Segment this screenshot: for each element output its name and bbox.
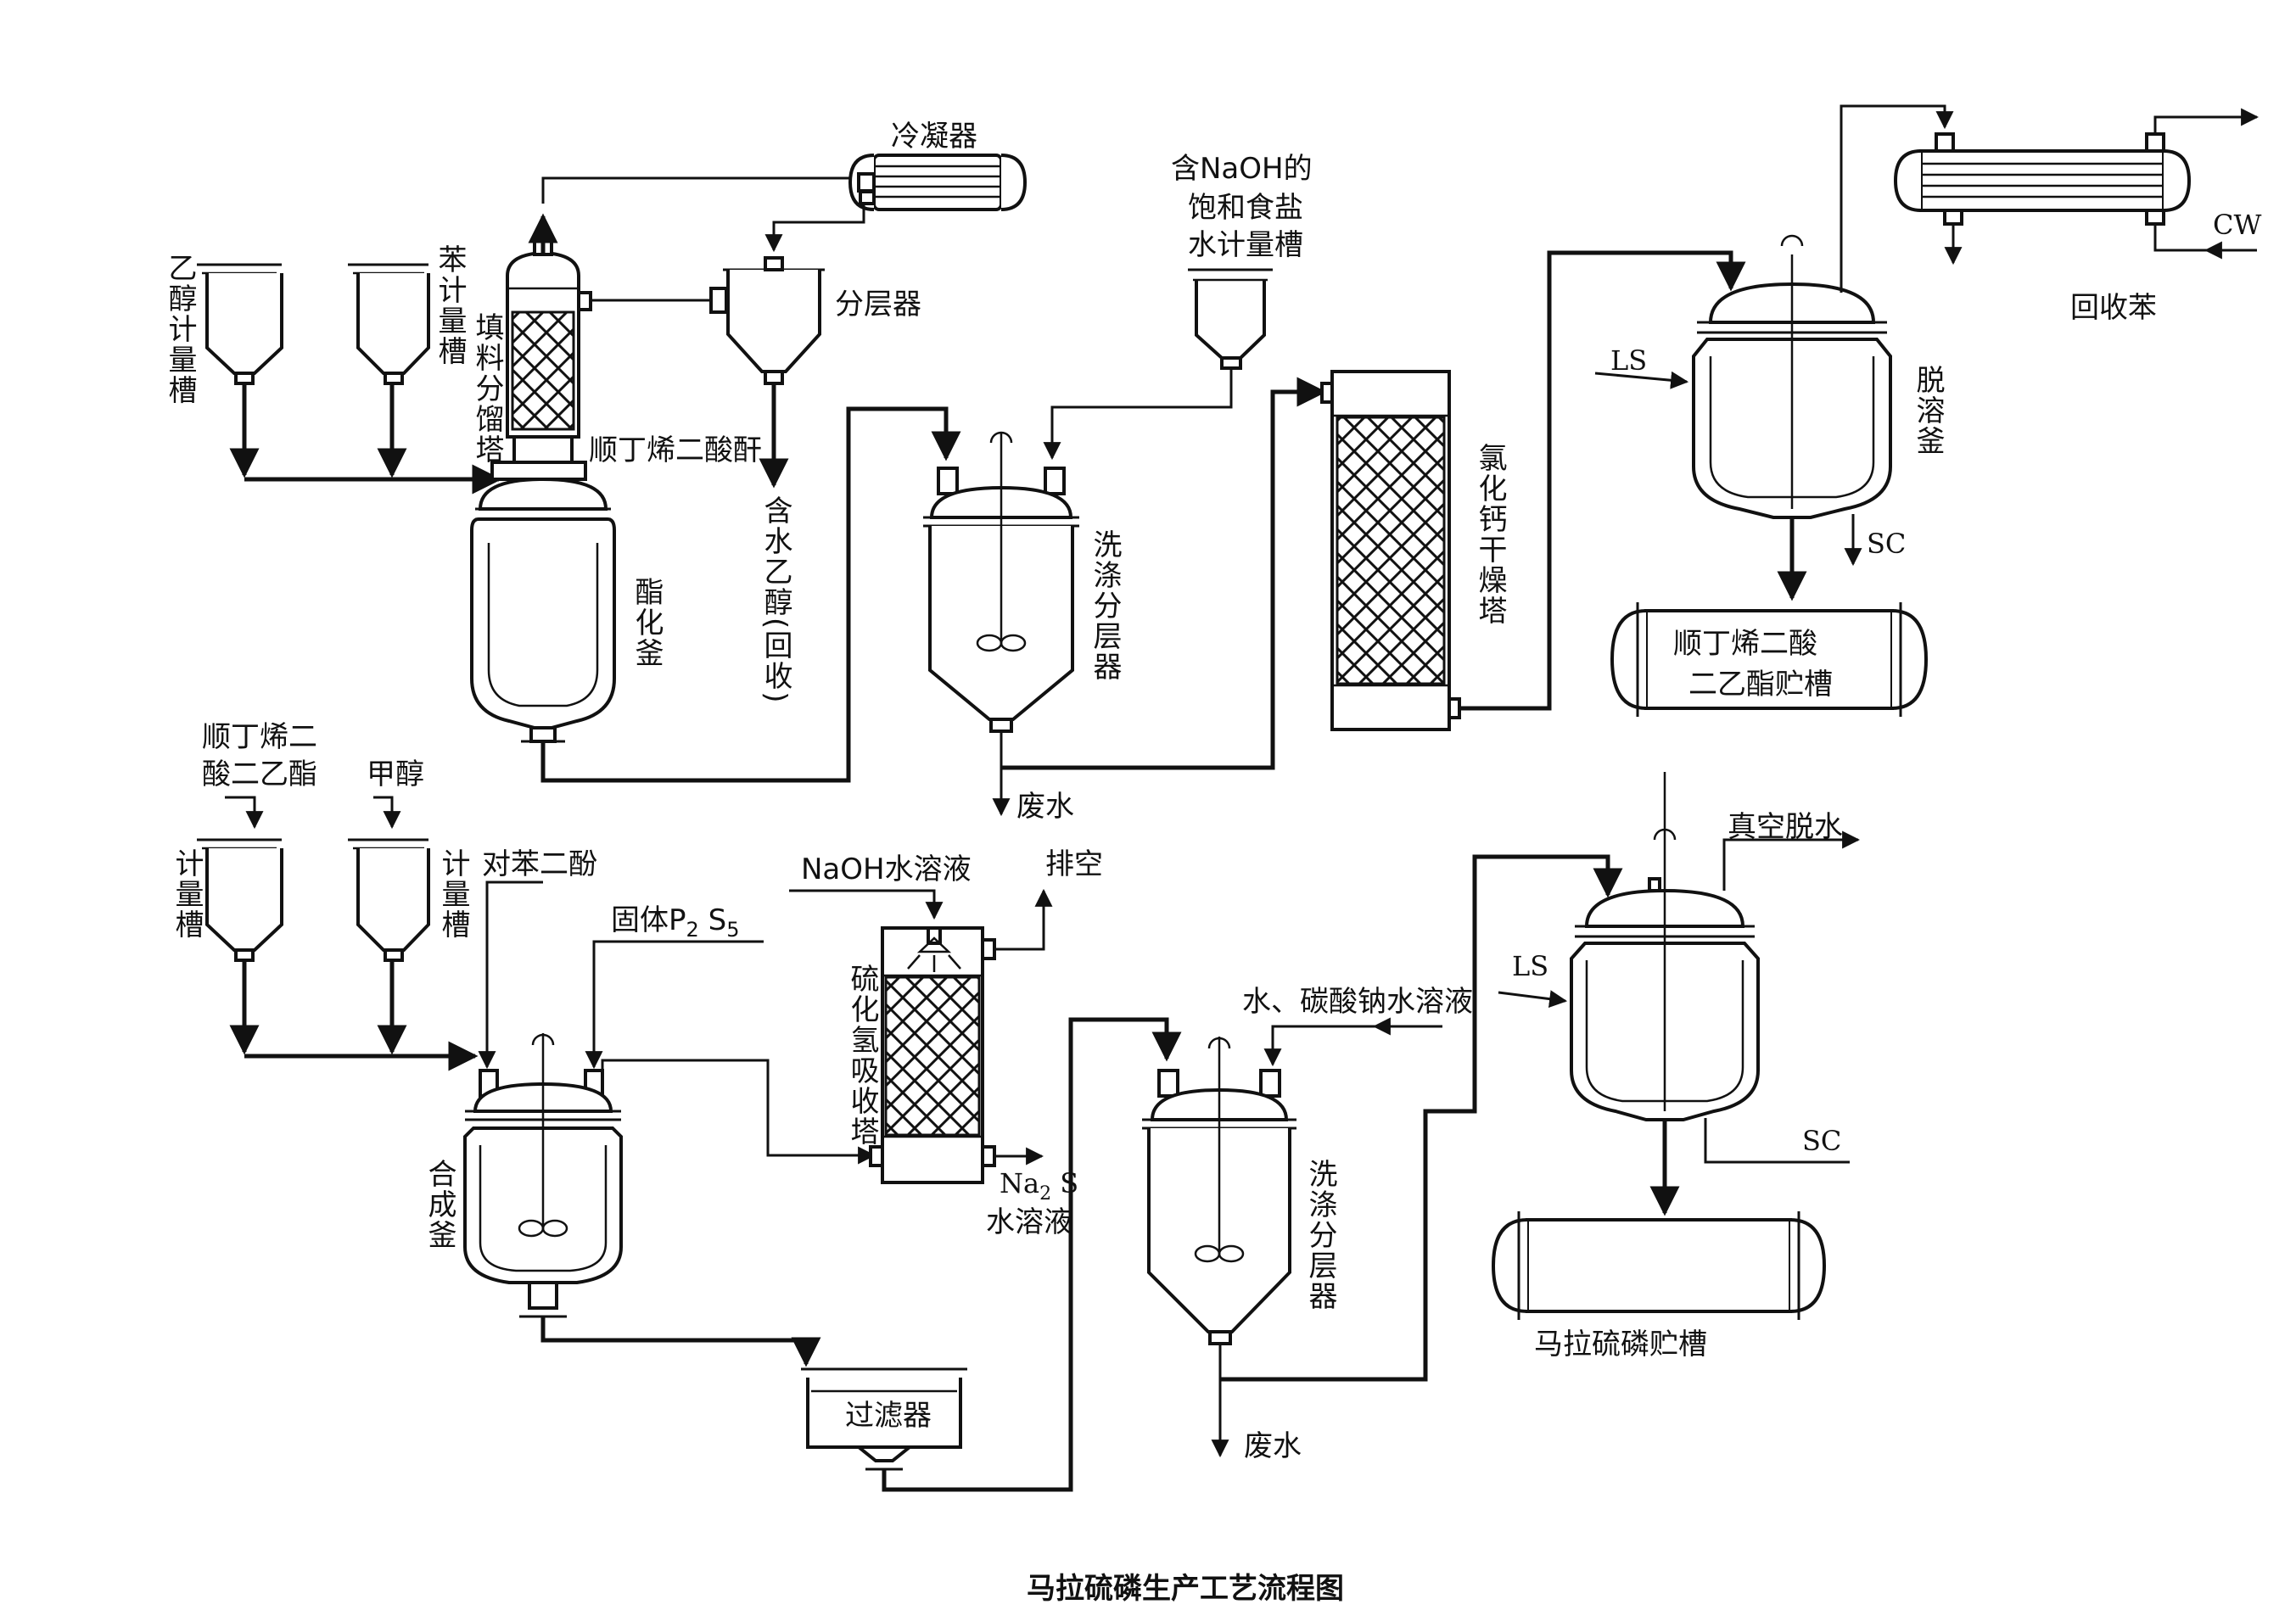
- ethanol-tank-label: 乙醇计量槽: [163, 253, 197, 405]
- desolventizing-kettle: [1692, 234, 1892, 519]
- sc-2-label: SC: [1802, 1125, 1841, 1157]
- diethyl-maleate-storage-tank: [1610, 602, 1929, 717]
- diethyl-maleate-metering-tank: [197, 838, 283, 962]
- naoh-solution-label: NaOH水溶液: [801, 853, 972, 886]
- hydroquinone-label: 对苯二酚: [482, 847, 597, 881]
- water-soda-label: 水、碳酸钠水溶液: [1242, 985, 1473, 1019]
- sc-1-label: SC: [1867, 528, 1906, 560]
- phase-separator: [709, 256, 825, 385]
- cw-label: CW: [2213, 209, 2261, 241]
- h2s-absorber-label: 硫化氢吸收塔: [845, 964, 879, 1147]
- naoh-brine-label-line3: 水计量槽: [1188, 228, 1303, 262]
- aqueous-ethanol-label: 含水乙醇(回收): [759, 495, 792, 705]
- ls-2-label: LS: [1512, 950, 1548, 982]
- diagram-caption: 马拉硫磷生产工艺流程图: [1027, 1572, 1344, 1606]
- diethyl-maleate-tank-label-2: 二乙酯贮槽: [1688, 668, 1833, 702]
- metering-tank-left-label: 计量槽: [170, 848, 204, 940]
- condenser-label: 冷凝器: [891, 120, 977, 154]
- separator-label: 分层器: [835, 288, 921, 321]
- naoh-brine-label-line2: 饱和食盐: [1188, 191, 1303, 225]
- malathion-storage-tank: [1491, 1211, 1827, 1320]
- h2s-absorption-tower: [869, 926, 996, 1184]
- recovered-benzene-label: 回收苯: [2070, 291, 2157, 325]
- esterifier-label: 酯化釜: [630, 577, 664, 668]
- cacl2-dryer-label: 氯化钙干燥塔: [1473, 443, 1507, 626]
- methanol-metering-tank: [348, 838, 430, 962]
- wash-separator-1-label: 洗涤分层器: [1088, 529, 1122, 682]
- solid-p2s5-label: 固体P2 S5: [611, 903, 739, 942]
- ls-1-label: LS: [1610, 344, 1647, 377]
- vacuum-dehydration-label: 真空脱水: [1728, 810, 1843, 844]
- diethyl-maleate-tank-label-1: 顺丁烯二酸: [1673, 627, 1817, 661]
- wastewater-2-label: 废水: [1244, 1429, 1302, 1463]
- wash-separator-2-label: 洗涤分层器: [1303, 1159, 1337, 1311]
- wash-separator-2: [1142, 1037, 1296, 1345]
- cacl2-drying-column: [1320, 370, 1461, 731]
- maleic-anhydride-label: 顺丁烯二酸酐: [589, 433, 762, 467]
- esterification-kettle: [470, 461, 616, 743]
- benzene-condenser: [1893, 132, 2192, 226]
- malathion-dehydration-kettle: [1570, 772, 1760, 1121]
- filter: [801, 1367, 967, 1471]
- na2s-solution-label: 水溶液: [986, 1205, 1072, 1239]
- na2s-label: Na2 S: [1000, 1167, 1078, 1205]
- desolvent-kettle-label: 脱溶釜: [1911, 365, 1945, 456]
- methanol-label: 甲醇: [367, 757, 424, 791]
- benzene-tank-label: 苯计量槽: [433, 244, 467, 366]
- vent-label: 排空: [1045, 847, 1103, 881]
- packed-column-label: 填料分馏塔: [470, 312, 504, 465]
- wastewater-1-label: 废水: [1016, 790, 1074, 824]
- malathion-tank-label: 马拉硫磷贮槽: [1534, 1328, 1707, 1361]
- packed-fractionating-column: [506, 213, 592, 464]
- diethyl-maleate-feed-label-1: 顺丁烯二: [202, 720, 317, 754]
- synthesis-kettle: [463, 1033, 623, 1318]
- condenser: [848, 154, 1028, 211]
- benzene-metering-tank: [348, 263, 430, 385]
- naoh-brine-metering-tank: [1188, 268, 1273, 370]
- naoh-brine-label-line1: 含NaOH的: [1171, 152, 1313, 186]
- ethanol-metering-tank: [197, 263, 283, 385]
- synthesis-kettle-label: 合成釜: [423, 1159, 456, 1250]
- metering-tank-right-label: 计量槽: [436, 848, 470, 940]
- diethyl-maleate-feed-label-2: 酸二乙酯: [202, 757, 317, 791]
- filter-label: 过滤器: [845, 1399, 932, 1433]
- wash-separator-1: [923, 431, 1079, 733]
